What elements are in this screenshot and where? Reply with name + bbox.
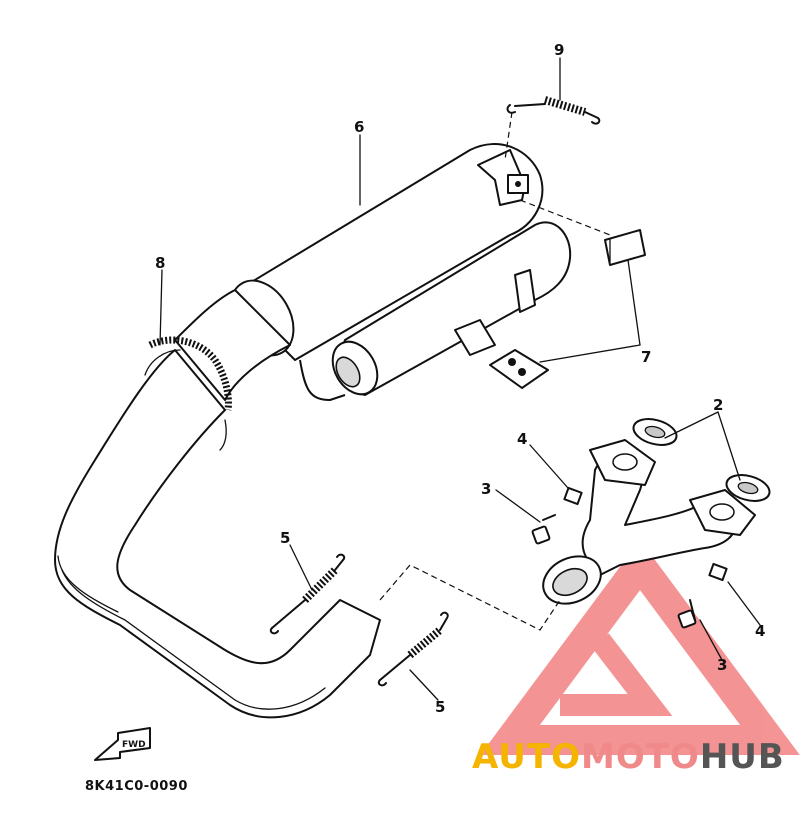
- part-code: 8K41C0-0090: [85, 779, 188, 794]
- exhaust-pipe: [54, 349, 381, 719]
- watermark-moto: MOTO: [581, 737, 700, 777]
- callout-8: 8: [155, 254, 165, 272]
- springs-5: [269, 553, 449, 687]
- exhaust-manifold: [542, 439, 756, 605]
- watermark-hub: HUB: [700, 737, 785, 777]
- leader-lines: [159, 57, 761, 701]
- heat-wrap-gasket: [144, 336, 232, 451]
- fwd-arrow: FWD: [94, 727, 151, 761]
- gaskets: [632, 418, 771, 502]
- callout-9: 9: [554, 41, 564, 59]
- callout-4-right: 4: [755, 622, 765, 640]
- watermark-wordmark: AUTOMOTOHUB: [472, 737, 785, 777]
- callout-5-upper: 5: [280, 529, 290, 547]
- spring-9: [504, 96, 611, 236]
- watermark-auto: AUTO: [472, 737, 581, 777]
- callout-3-left: 3: [481, 480, 491, 498]
- muffler-brackets: [477, 149, 549, 389]
- callout-2: 2: [713, 396, 723, 414]
- fwd-label: FWD: [122, 740, 146, 750]
- muffler: [174, 143, 572, 401]
- callout-5-lower: 5: [435, 698, 445, 716]
- fasteners: [531, 486, 728, 629]
- callout-7: 7: [641, 348, 651, 366]
- callout-numbers: 9 6 8 7 2 4 3 5 5 4 3: [155, 41, 765, 716]
- watermark-triangle: [480, 539, 800, 755]
- callout-4-left: 4: [517, 430, 527, 448]
- assembly-line: [379, 564, 561, 631]
- svg-text:AUTOMOTOHUB: AUTOMOTOHUB: [472, 737, 785, 777]
- callout-3-right: 3: [717, 656, 727, 674]
- damper-rubber: [604, 229, 646, 266]
- callout-6: 6: [354, 118, 364, 136]
